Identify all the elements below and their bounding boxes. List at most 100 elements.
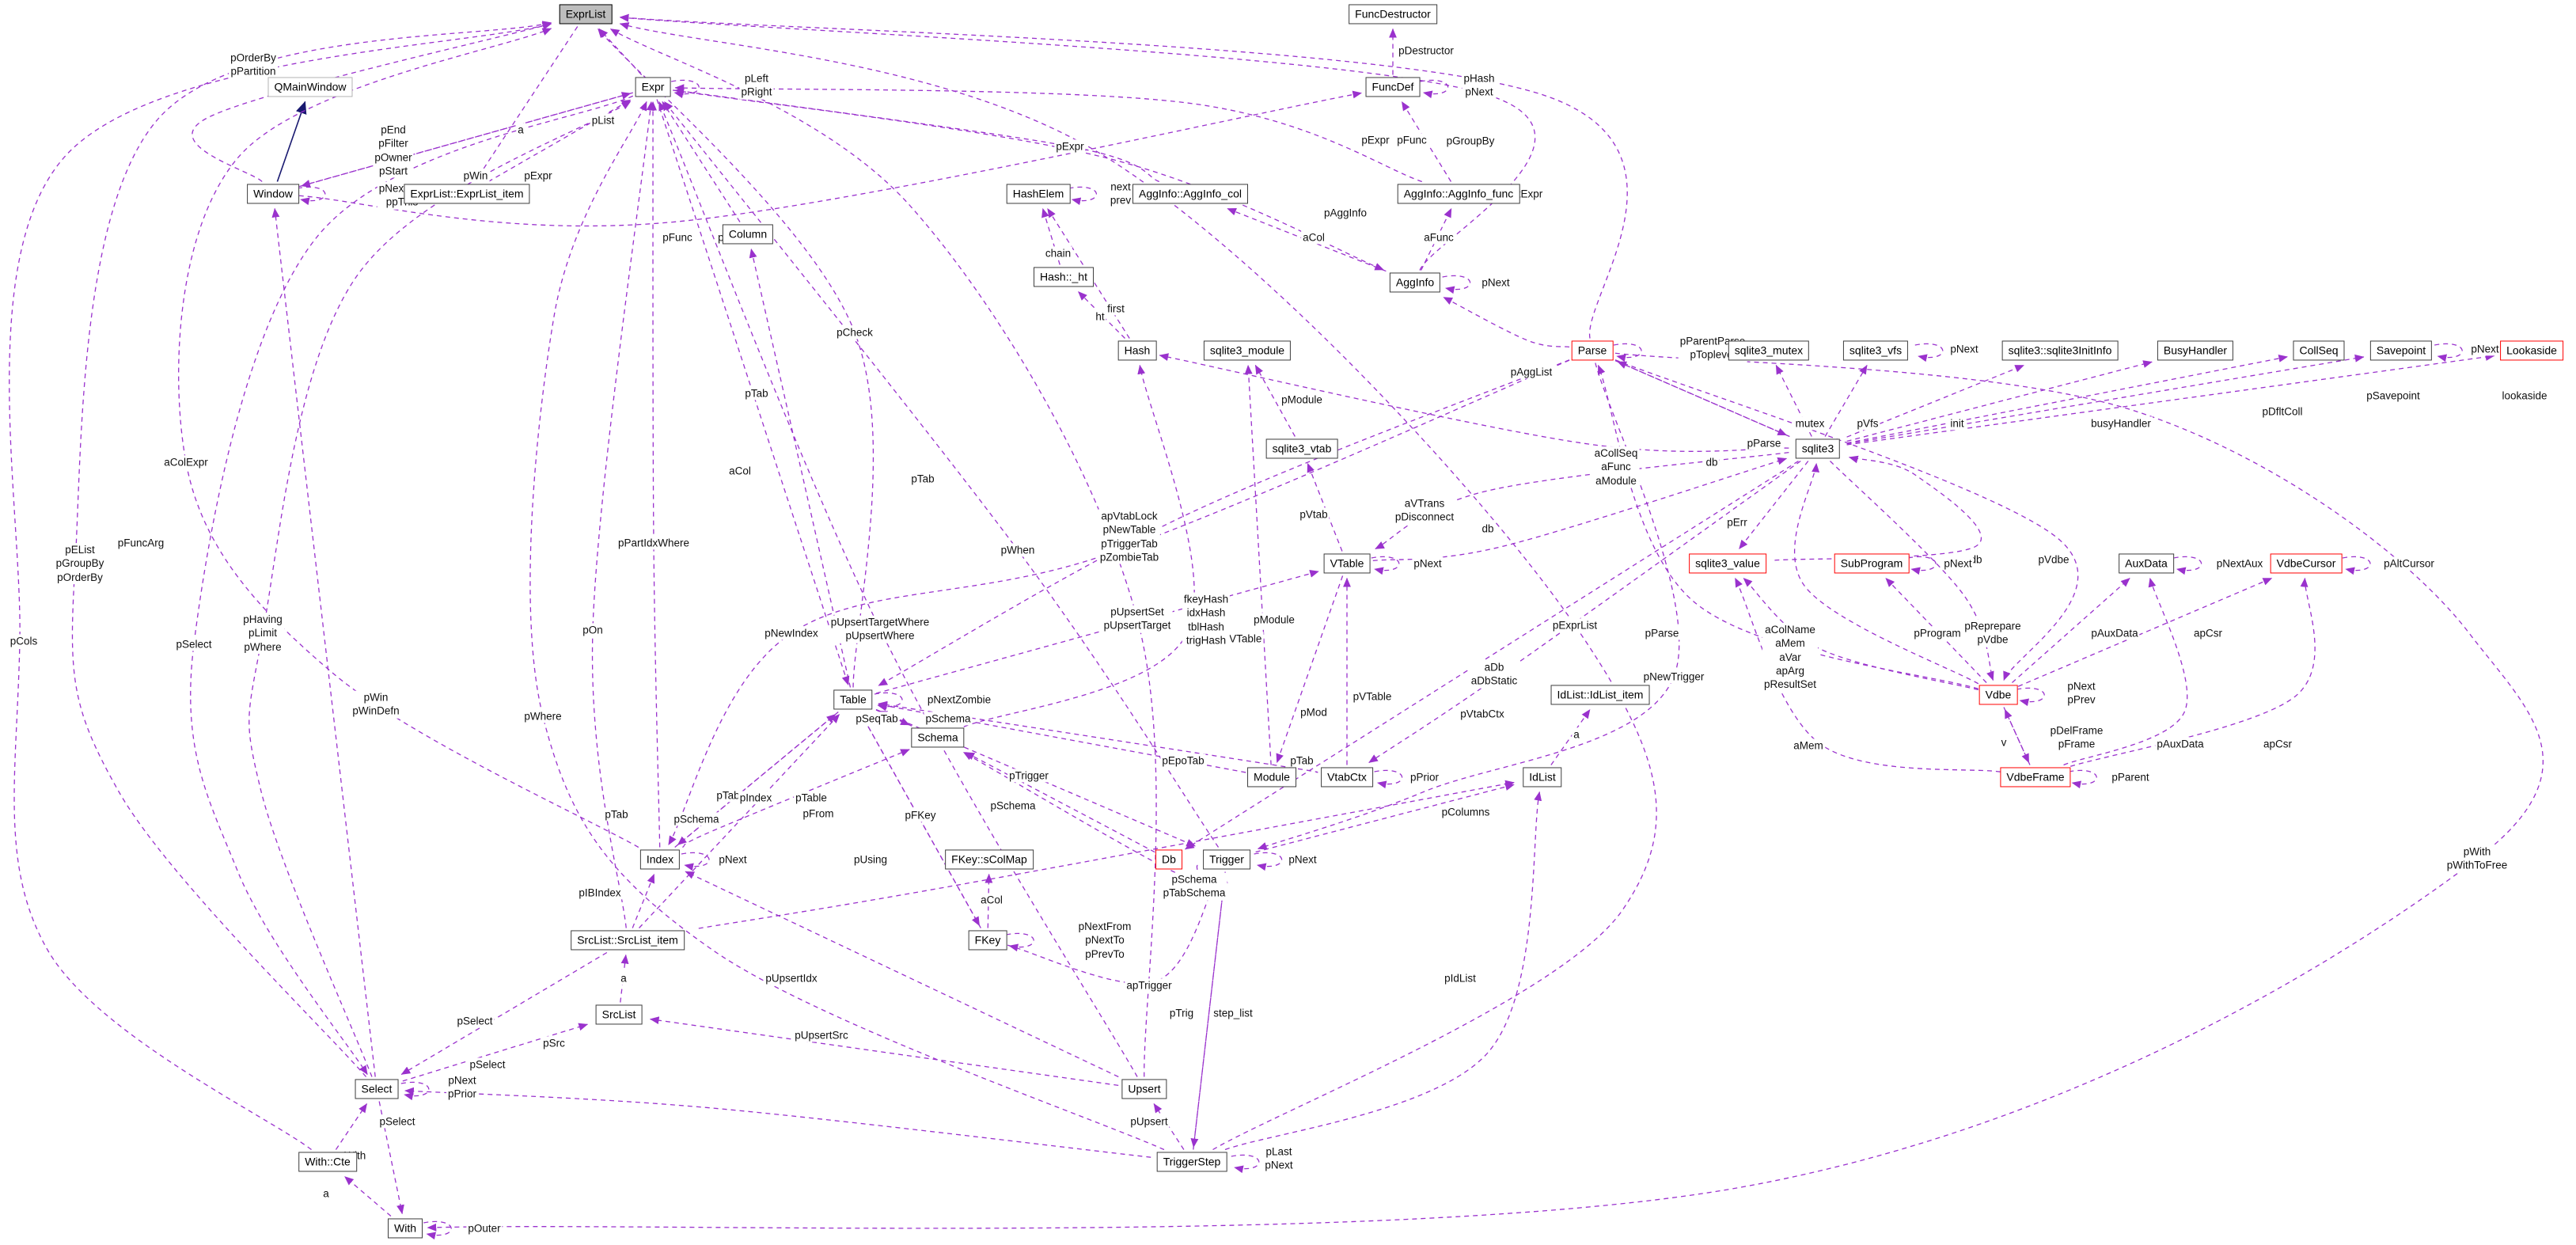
node-collseq[interactable]: CollSeq bbox=[2293, 340, 2345, 361]
edge-agginfo-agginfo_func bbox=[1421, 207, 1452, 271]
node-qmainwindow[interactable]: QMainWindow bbox=[267, 77, 353, 97]
edge-label-lookaside: lookaside bbox=[2500, 389, 2549, 403]
node-sqlite3_vfs[interactable]: sqlite3_vfs bbox=[1842, 340, 1909, 361]
edge-table-trigger bbox=[875, 708, 1196, 847]
edge-label-pNewIndex: pNewIndex bbox=[763, 626, 820, 640]
node-with_cte[interactable]: With::Cte bbox=[298, 1152, 357, 1172]
node-hashelem[interactable]: HashElem bbox=[1006, 184, 1071, 204]
self-edge-index bbox=[681, 852, 710, 871]
node-exprlist[interactable]: ExprList bbox=[559, 4, 613, 25]
edge-label-pOuter: pOuter bbox=[466, 1221, 503, 1236]
node-fkey[interactable]: FKey bbox=[968, 930, 1007, 951]
node-busyhandler[interactable]: BusyHandler bbox=[2157, 340, 2234, 361]
edge-srclist_item-table bbox=[639, 714, 840, 928]
node-schema[interactable]: Schema bbox=[911, 727, 965, 748]
edge-triggerstep-exprlist bbox=[619, 22, 1657, 1151]
node-table[interactable]: Table bbox=[833, 689, 873, 710]
node-lookaside[interactable]: Lookaside bbox=[2500, 340, 2563, 361]
edge-label-pNext: pNext bbox=[1948, 342, 1980, 356]
edge-label-pOrderBy: pOrderBy pPartition bbox=[229, 51, 278, 79]
node-select[interactable]: Select bbox=[355, 1079, 399, 1099]
node-exprlist_item[interactable]: ExprList::ExprList_item bbox=[404, 184, 530, 204]
node-db[interactable]: Db bbox=[1155, 849, 1182, 870]
node-trigger[interactable]: Trigger bbox=[1203, 849, 1250, 870]
node-sqlite3_initinfo[interactable]: sqlite3::sqlite3InitInfo bbox=[2001, 340, 2119, 361]
edge-vtable-module bbox=[1276, 575, 1344, 764]
edge-label-pSelect: pSelect bbox=[377, 1114, 417, 1129]
edge-label-pFunc: pFunc bbox=[1395, 133, 1428, 147]
edge-label-pWin: pWin bbox=[461, 169, 490, 183]
node-vdbe[interactable]: Vdbe bbox=[1978, 685, 2018, 705]
node-vdbeframe[interactable]: VdbeFrame bbox=[2000, 767, 2071, 788]
node-idlist[interactable]: IdList bbox=[1523, 767, 1562, 788]
node-agginfo[interactable]: AggInfo bbox=[1389, 272, 1441, 293]
node-sqlite3_module[interactable]: sqlite3_module bbox=[1203, 340, 1292, 361]
node-funcdef[interactable]: FuncDef bbox=[1365, 77, 1421, 97]
node-sqlite3_mutex[interactable]: sqlite3_mutex bbox=[1728, 340, 1810, 361]
node-idlist_item[interactable]: IdList::IdList_item bbox=[1550, 685, 1650, 705]
node-sqlite3_value[interactable]: sqlite3_value bbox=[1689, 553, 1766, 574]
node-index[interactable]: Index bbox=[639, 849, 681, 870]
node-vtabctx[interactable]: VtabCtx bbox=[1321, 767, 1373, 788]
edge-label-pWin: pWin pWinDefn bbox=[351, 690, 401, 719]
node-upsert[interactable]: Upsert bbox=[1121, 1079, 1167, 1099]
edge-vdbe-parse bbox=[1597, 364, 1978, 689]
edge-label-aColName: aColName aMem aVar apArg pResultSet bbox=[1762, 622, 1819, 692]
edge-window-qmainwindow bbox=[276, 101, 307, 182]
edge-label-pAggList: pAggList bbox=[1508, 365, 1554, 379]
edge-vtable-sqlite3_vtab bbox=[1307, 462, 1343, 552]
self-edge-vdbe bbox=[2016, 687, 2045, 707]
node-subprogram[interactable]: SubProgram bbox=[1834, 553, 1910, 574]
edge-label-pSelect: pSelect bbox=[455, 1014, 495, 1028]
self-edge-fkey bbox=[1006, 932, 1034, 952]
edge-label-pEpoTab: pEpoTab bbox=[1160, 753, 1206, 768]
edge-sqlite3-db bbox=[1185, 460, 1799, 850]
node-triggerstep[interactable]: TriggerStep bbox=[1156, 1152, 1227, 1172]
edge-label-aCollSeq: aCollSeq aFunc aModule bbox=[1592, 446, 1640, 488]
edge-label-pExpr: pExpr bbox=[522, 169, 554, 183]
edge-label-pUpsertSrc: pUpsertSrc bbox=[793, 1028, 850, 1042]
node-auxdata[interactable]: AuxData bbox=[2119, 553, 2174, 574]
edge-sqlite3_value-sqlite3 bbox=[1774, 455, 1982, 561]
edge-label-pList: pList bbox=[590, 113, 616, 127]
edge-label-pTab: pTab bbox=[603, 807, 630, 822]
node-srclist_item[interactable]: SrcList::SrcList_item bbox=[571, 930, 685, 951]
self-edge-window bbox=[297, 186, 326, 206]
node-hash[interactable]: Hash bbox=[1117, 340, 1157, 361]
node-savepoint[interactable]: Savepoint bbox=[2369, 340, 2433, 361]
edge-window-exprlist bbox=[192, 22, 552, 182]
node-agginfo_func[interactable]: AggInfo::AggInfo_func bbox=[1397, 184, 1520, 204]
node-srclist[interactable]: SrcList bbox=[595, 1004, 643, 1025]
edge-label-a: a bbox=[1572, 727, 1581, 742]
node-window[interactable]: Window bbox=[247, 184, 299, 204]
node-with[interactable]: With bbox=[388, 1218, 423, 1239]
edge-label-pUsing: pUsing bbox=[852, 852, 890, 867]
edge-label-pAltCursor: pAltCursor bbox=[2382, 556, 2436, 571]
node-agginfo_col[interactable]: AggInfo::AggInfo_col bbox=[1132, 184, 1248, 204]
edge-triggerstep-select bbox=[404, 1087, 1151, 1158]
edge-label-v: v bbox=[1999, 735, 2009, 750]
node-sqlite3[interactable]: sqlite3 bbox=[1795, 438, 1841, 459]
edge-label-pSchema: pSchema pTabSchema bbox=[1161, 872, 1227, 901]
self-edge-hashelem bbox=[1068, 186, 1098, 206]
node-expr[interactable]: Expr bbox=[635, 77, 671, 97]
node-vdbecursor[interactable]: VdbeCursor bbox=[2270, 553, 2343, 574]
edge-label-apCsr: apCsr bbox=[2261, 737, 2294, 751]
node-parse[interactable]: Parse bbox=[1571, 340, 1614, 361]
node-column[interactable]: Column bbox=[722, 224, 774, 245]
edge-srclist_item-select bbox=[400, 951, 608, 1076]
edge-label-pVTable: pVTable bbox=[1351, 689, 1394, 704]
node-module[interactable]: Module bbox=[1247, 767, 1296, 788]
edge-label-pNext: pNext pPrev bbox=[2066, 679, 2097, 708]
node-vtable[interactable]: VTable bbox=[1323, 553, 1371, 574]
edge-index-schema bbox=[682, 749, 910, 848]
edge-label-first: first bbox=[1106, 302, 1126, 316]
edge-sqlite3-savepoint bbox=[1846, 354, 2365, 445]
node-fkey_scolmap[interactable]: FKey::sColMap bbox=[945, 849, 1034, 870]
edge-label-pSeqTab: pSeqTab bbox=[854, 712, 900, 726]
node-sqlite3_vtab[interactable]: sqlite3_vtab bbox=[1265, 438, 1338, 459]
edge-exprlist-exprlist_item bbox=[476, 26, 579, 180]
edge-label-pAuxData: pAuxData bbox=[2155, 737, 2206, 751]
node-funcdestructor[interactable]: FuncDestructor bbox=[1349, 4, 1437, 25]
node-hash_ht[interactable]: Hash::_ht bbox=[1034, 267, 1094, 287]
